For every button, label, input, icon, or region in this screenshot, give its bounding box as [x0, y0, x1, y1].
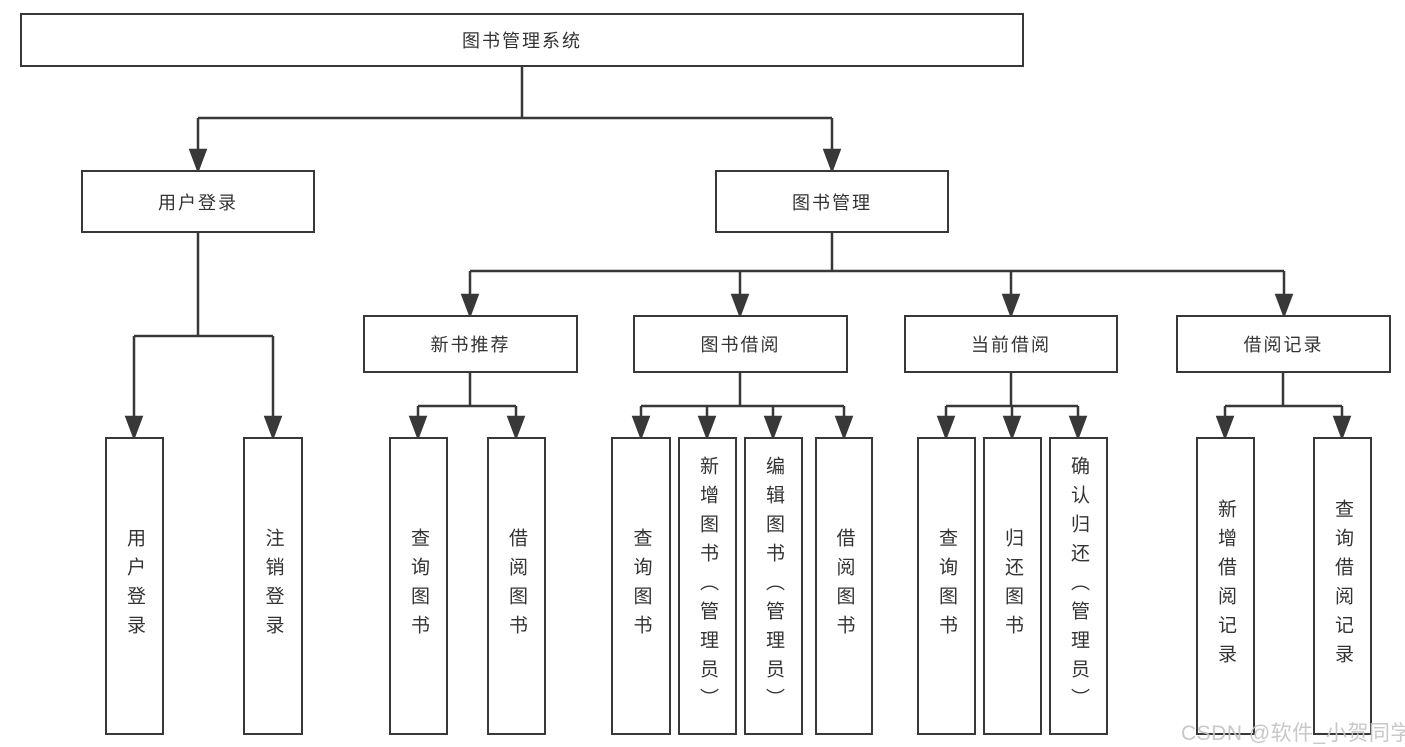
connector-bookmgmt-to-level3	[460, 233, 1294, 319]
leaf-bb-query-book: 查询图书	[611, 437, 671, 735]
leaf-user-login: 用户登录	[105, 437, 164, 735]
arrow-down-icon	[1068, 415, 1088, 441]
node-label: 归还图书	[1002, 528, 1023, 644]
node-new-book-recommend: 新书推荐	[363, 315, 578, 373]
leaf-br-add-record: 新增借阅记录	[1196, 437, 1255, 735]
leaf-bb-edit-book-admin: 编辑图书（管理员）	[744, 437, 803, 735]
node-label: 图书管理系统	[462, 31, 582, 51]
connector-currentborrow-to-leaves	[936, 373, 1088, 441]
node-label: 借阅图书	[833, 528, 855, 644]
leaf-cb-confirm-return-admin: 确认归还（管理员）	[1049, 437, 1108, 735]
arrow-down-icon	[408, 415, 428, 441]
arrow-down-icon	[834, 415, 854, 441]
connector-userlogin-to-leaves	[124, 233, 283, 441]
leaf-bb-borrow-book: 借阅图书	[815, 437, 873, 735]
node-label: 编辑图书（管理员）	[763, 455, 784, 717]
csdn-watermark: CSDN @软件_小贺同学	[1181, 722, 1405, 745]
connector-bookborrow-to-leaves	[631, 373, 854, 441]
node-label: 当前借阅	[971, 335, 1051, 355]
leaf-br-query-record: 查询借阅记录	[1313, 437, 1372, 735]
connector-newbookrec-to-leaves	[408, 373, 526, 441]
node-current-borrow: 当前借阅	[904, 315, 1118, 373]
node-label: 图书借阅	[700, 335, 781, 355]
node-borrow-record: 借阅记录	[1176, 315, 1391, 373]
node-label: 借阅图书	[506, 528, 527, 644]
node-label: 用户登录	[124, 528, 145, 644]
node-label: 查询图书	[936, 528, 957, 644]
arrow-down-icon	[124, 415, 144, 441]
arrow-down-icon	[822, 148, 842, 174]
leaf-cb-query-book: 查询图书	[917, 437, 976, 735]
connector-borrowrecord-to-leaves	[1215, 373, 1352, 441]
node-label: 图书管理	[792, 192, 872, 213]
arrow-down-icon	[631, 415, 651, 441]
arrow-down-icon	[1001, 293, 1021, 319]
node-label: 新书推荐	[430, 335, 511, 355]
arrow-down-icon	[936, 415, 956, 441]
leaf-cb-return-book: 归还图书	[983, 437, 1042, 735]
arrow-down-icon	[763, 415, 783, 441]
leaf-bb-add-book-admin: 新增图书（管理员）	[678, 437, 737, 735]
arrow-down-icon	[263, 415, 283, 441]
arrow-down-icon	[1274, 293, 1294, 319]
leaf-rec-query-book: 查询图书	[389, 437, 448, 735]
node-book-borrow: 图书借阅	[633, 315, 848, 373]
leaf-logout: 注销登录	[243, 437, 303, 735]
node-root-system: 图书管理系统	[20, 13, 1024, 67]
arrow-down-icon	[1332, 415, 1352, 441]
arrow-down-icon	[188, 148, 208, 174]
node-label: 新增借阅记录	[1215, 499, 1236, 673]
node-label: 注销登录	[262, 528, 284, 644]
node-label: 查询借阅记录	[1332, 499, 1353, 673]
node-book-management: 图书管理	[715, 170, 949, 233]
node-label: 新增图书（管理员）	[697, 455, 718, 717]
node-label: 查询图书	[630, 528, 652, 644]
arrow-down-icon	[506, 415, 526, 441]
node-label: 用户登录	[158, 192, 238, 213]
connector-root-to-level2	[188, 67, 842, 174]
leaf-rec-borrow-book: 借阅图书	[487, 437, 546, 735]
node-label: 确认归还（管理员）	[1068, 455, 1089, 717]
node-user-login: 用户登录	[81, 170, 315, 233]
arrow-down-icon	[697, 415, 717, 441]
arrow-down-icon	[730, 293, 750, 319]
node-label: 借阅记录	[1243, 335, 1324, 355]
arrow-down-icon	[460, 293, 480, 319]
arrow-down-icon	[1002, 415, 1022, 441]
node-label: 查询图书	[408, 528, 429, 644]
arrow-down-icon	[1215, 415, 1235, 441]
